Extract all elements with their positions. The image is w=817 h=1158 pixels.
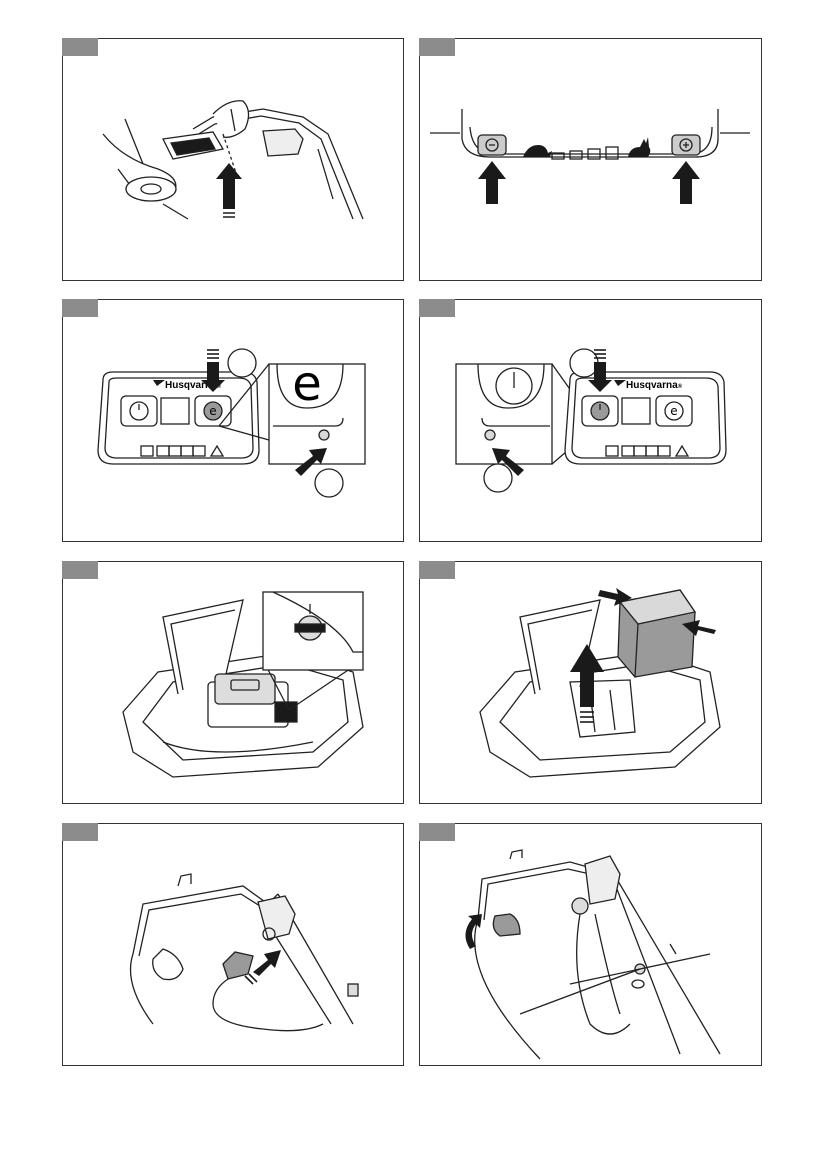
battery-remove-illustration bbox=[420, 562, 763, 805]
panel-lift-handle bbox=[62, 38, 404, 281]
battery-lock-illustration bbox=[63, 562, 405, 805]
lift-handle-illustration bbox=[63, 39, 405, 282]
panel-eco-button: e e Husqvarna® bbox=[62, 299, 404, 542]
cable-connect-illustration bbox=[63, 824, 405, 1067]
speed-buttons-illustration bbox=[420, 39, 763, 282]
panel-battery-lock bbox=[62, 561, 404, 804]
panel-power-button: e Husqvarna® bbox=[419, 299, 762, 542]
eco-glyph-small: e bbox=[209, 404, 216, 418]
panel-battery-remove bbox=[419, 561, 762, 804]
brand-logo: Husqvarna® bbox=[626, 380, 683, 391]
panel-handle-fold bbox=[419, 823, 762, 1066]
eco-glyph-small: e bbox=[670, 404, 677, 418]
eco-button-illustration: e e Husqvarna® bbox=[63, 300, 405, 543]
power-button-illustration: e Husqvarna® bbox=[420, 300, 763, 543]
panel-cable-connect bbox=[62, 823, 404, 1066]
handle-fold-illustration bbox=[420, 824, 763, 1067]
eco-glyph-large: e bbox=[292, 356, 322, 412]
panel-speed-buttons bbox=[419, 38, 762, 281]
